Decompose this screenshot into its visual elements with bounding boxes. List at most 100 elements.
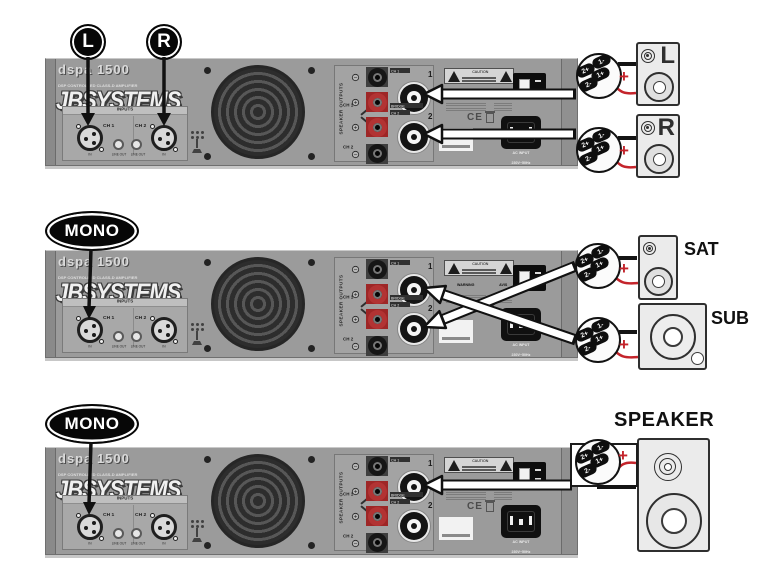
- polarity-plus-icon: +: [351, 290, 360, 299]
- plus-polarity-mark: +: [618, 446, 628, 465]
- link-out-ch1[interactable]: [113, 528, 124, 539]
- wiring-pictogram-icon: [189, 321, 205, 347]
- channel-divider: [133, 116, 134, 154]
- out1-number: 1: [428, 70, 433, 79]
- in1-label: IN: [88, 152, 92, 157]
- breaker-switch[interactable]: [513, 73, 546, 99]
- ac-power-inlet[interactable]: [501, 116, 541, 149]
- out-ch1-label: CH 1: [343, 294, 354, 300]
- binding-post-neg-ch2[interactable]: [368, 144, 387, 163]
- speakon-cable-plug[interactable]: 1- 2+ 1+ 2-: [573, 438, 621, 485]
- channel-divider: [133, 505, 134, 543]
- xlr-input-ch1[interactable]: [76, 513, 104, 541]
- out-ch2-label: CH 2: [343, 144, 354, 150]
- binding-post-pos-ch2[interactable]: [368, 118, 387, 137]
- weee-bin-icon: [485, 303, 495, 315]
- binding-post-neg-ch1[interactable]: [368, 457, 387, 476]
- polarity-plus-icon: +: [351, 315, 360, 324]
- plus-polarity-mark: +: [619, 335, 629, 354]
- plus-polarity-mark: +: [619, 67, 629, 86]
- rack-ear-left: [46, 251, 56, 357]
- xlr-input-ch2[interactable]: [150, 513, 178, 541]
- out2-tag: CH 2: [390, 110, 411, 115]
- binding-post-neg-ch1[interactable]: [368, 260, 387, 279]
- in2-label: IN: [162, 344, 166, 349]
- xlr-input-ch2[interactable]: [150, 124, 178, 152]
- bridge-tag: BRIDGE: [390, 295, 423, 300]
- link-out-ch1[interactable]: [113, 139, 124, 150]
- binding-post-pos-ch1[interactable]: [368, 93, 387, 112]
- binding-post-neg-ch2[interactable]: [368, 533, 387, 552]
- plus-polarity-mark: +: [619, 141, 629, 160]
- screw-icon: [308, 153, 315, 160]
- in2-label: IN: [162, 152, 166, 157]
- callout-mono: MONO: [45, 404, 139, 444]
- caution-text: CAUTION: [472, 69, 489, 74]
- callout-mono: MONO: [45, 211, 139, 251]
- screw-icon: [308, 456, 315, 463]
- binding-post-neg-ch1[interactable]: [368, 68, 387, 87]
- ac-power-inlet[interactable]: [501, 505, 541, 538]
- xlr-input-ch1[interactable]: [76, 124, 104, 152]
- link-out-ch2[interactable]: [131, 528, 142, 539]
- speaker-right: R: [636, 114, 680, 178]
- warning-text-blocks: WARNING AVIS: [444, 91, 514, 113]
- speakon-cable-plug[interactable]: 1- 2+ 1+ 2-: [574, 52, 622, 99]
- out2-number: 2: [428, 112, 433, 121]
- speaker-subwoofer: [638, 303, 707, 370]
- binding-post-neg-ch2[interactable]: [368, 336, 387, 355]
- speakon-cable-plug[interactable]: 1- 2+ 1+ 2-: [574, 126, 622, 173]
- binding-post-pos-ch1[interactable]: [368, 482, 387, 501]
- bridge-tag: BRIDGE: [390, 492, 423, 497]
- speakon-output-2[interactable]: [397, 509, 431, 543]
- link-out-ch2[interactable]: [131, 331, 142, 342]
- speaker-left: L: [636, 42, 680, 106]
- model-subtitle: DSP CONTROLLED CLASS-D AMPLIFIER: [58, 275, 138, 281]
- screw-icon: [308, 542, 315, 549]
- amplifier-rear-panel: dspa 1500 DSP CONTROLLED CLASS-D AMPLIFI…: [45, 58, 578, 166]
- screw-icon: [308, 67, 315, 74]
- speakon-output-2[interactable]: [397, 120, 431, 154]
- polarity-minus-icon: −: [351, 462, 360, 471]
- in1-label: IN: [88, 541, 92, 546]
- cooling-fan: [211, 65, 305, 159]
- binding-post-pos-ch1[interactable]: [368, 285, 387, 304]
- xlr-input-ch2[interactable]: [150, 316, 178, 344]
- polarity-minus-icon: −: [351, 539, 360, 548]
- out-ch2-label: CH 2: [343, 533, 354, 539]
- speakon-output-2[interactable]: [397, 312, 431, 346]
- rack-ear-left: [46, 448, 56, 554]
- inputs-section: INPUTS CH 1 CH 2 IN LINE OUT LINE OUT IN: [62, 106, 188, 161]
- caution-text: CAUTION: [472, 458, 489, 463]
- wiring-pictogram-icon: [189, 129, 205, 155]
- out1-tag: CH 1: [390, 260, 411, 265]
- polarity-plus-icon: +: [351, 98, 360, 107]
- speaker-fullrange: [637, 438, 710, 552]
- inputs-header: INPUTS: [63, 496, 187, 504]
- speakon-cable-plug[interactable]: 1- 2+ 1+ 2-: [573, 242, 621, 289]
- cooling-fan: [211, 454, 305, 548]
- breaker-switch[interactable]: [513, 462, 546, 488]
- breaker-switch[interactable]: [513, 265, 546, 291]
- binding-post-pos-ch2[interactable]: [368, 507, 387, 526]
- amplifier-rear-panel: dspa 1500 DSP CONTROLLED CLASS-D AMPLIFI…: [45, 447, 578, 555]
- caution-label: CAUTION: [444, 457, 514, 473]
- speakon-cable-plug[interactable]: 1- 2+ 1+ 2-: [573, 316, 621, 363]
- link-out-ch1[interactable]: [113, 331, 124, 342]
- diagram-row-sat-sub: dspa 1500 DSP CONTROLLED CLASS-D AMPLIFI…: [0, 192, 768, 385]
- link-out-ch2[interactable]: [131, 139, 142, 150]
- wiring-pictogram-icon: [189, 518, 205, 544]
- serial-sticker: [438, 127, 474, 152]
- binding-post-pos-ch2[interactable]: [368, 310, 387, 329]
- diagram-row-stereo: dspa 1500 DSP CONTROLLED CLASS-D AMPLIFI…: [0, 0, 768, 192]
- screw-icon: [204, 542, 211, 549]
- speaker-outputs-section: SPEAKER OUTPUTS CH 1 CH 2 − + + − CH 1 1…: [334, 65, 434, 164]
- ac-power-inlet[interactable]: [501, 308, 541, 341]
- xlr-input-ch1[interactable]: [76, 316, 104, 344]
- weee-bin-icon: [485, 500, 495, 512]
- model-subtitle: DSP CONTROLLED CLASS-D AMPLIFIER: [58, 83, 138, 89]
